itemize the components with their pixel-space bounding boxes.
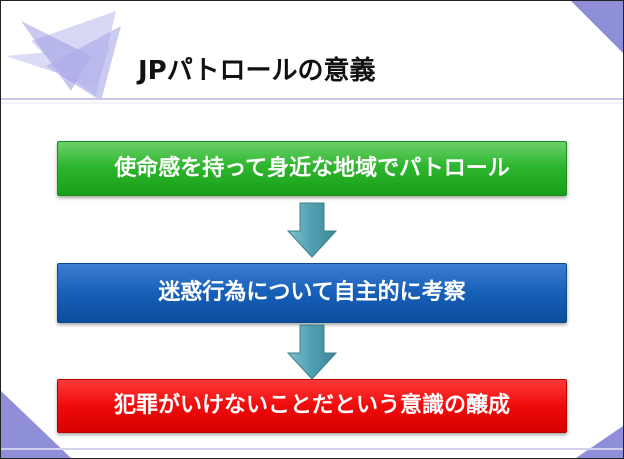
step-2-box: 迷惑行為について自主的に考察	[57, 263, 567, 323]
down-arrow-icon	[287, 324, 337, 380]
slide-title: JPパトロールの意義	[138, 56, 376, 86]
step-3-box: 犯罪がいけないことだという意識の醸成	[57, 379, 567, 433]
step-1-box: 使命感を持って身近な地域でパトロール	[57, 141, 567, 196]
down-arrow-icon	[287, 202, 337, 258]
